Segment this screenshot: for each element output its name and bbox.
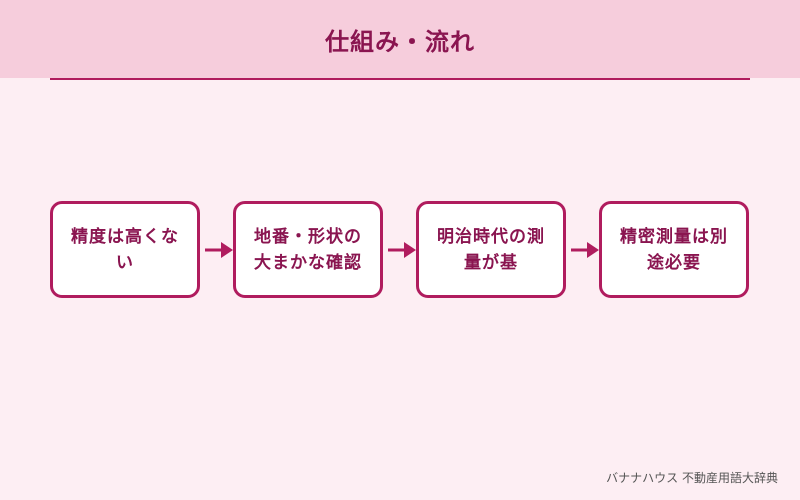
step-label-2: 地番・形状の大まかな確認 bbox=[254, 226, 362, 273]
step-box-3: 明治時代の測量が基 bbox=[416, 201, 566, 298]
step-box-4: 精密測量は別途必要 bbox=[599, 201, 749, 298]
arrow-right-icon bbox=[388, 242, 416, 258]
header-divider bbox=[50, 78, 750, 80]
arrow-right-icon bbox=[205, 242, 233, 258]
footer-credit: バナナハウス 不動産用語大辞典 bbox=[606, 471, 778, 485]
step-box-1: 精度は高くない bbox=[50, 201, 200, 298]
header-band: 仕組み・流れ bbox=[0, 0, 800, 78]
arrow-right-icon bbox=[571, 242, 599, 258]
step-label-4: 精密測量は別途必要 bbox=[620, 226, 728, 273]
step-box-2: 地番・形状の大まかな確認 bbox=[233, 201, 383, 298]
step-label-3: 明治時代の測量が基 bbox=[437, 226, 545, 273]
step-label-1: 精度は高くない bbox=[71, 226, 179, 273]
page-title: 仕組み・流れ bbox=[325, 28, 475, 56]
